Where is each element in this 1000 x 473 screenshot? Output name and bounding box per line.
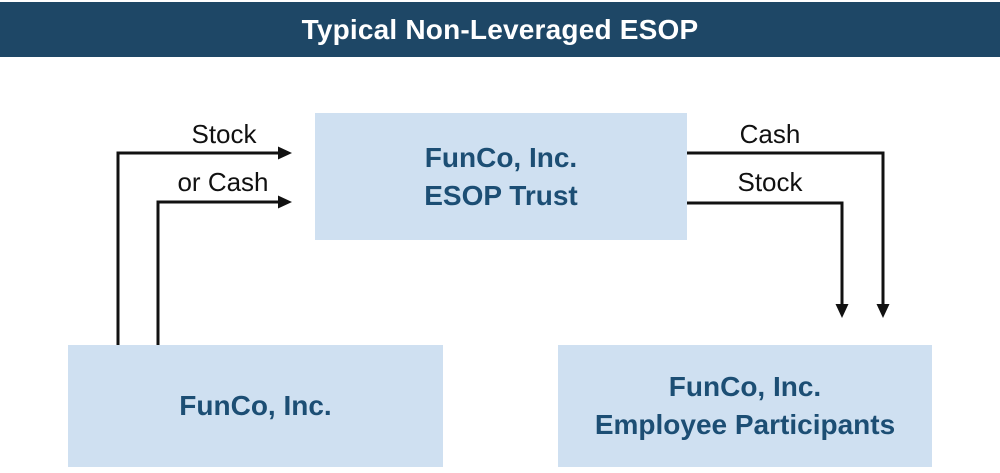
esop-trust-box-line2: ESOP Trust [424, 179, 578, 211]
arrowhead-cash-trust-to-participants [876, 304, 890, 318]
arrow-label-stock-out: Stock [737, 167, 803, 197]
arrow-label-or-cash-in: or Cash [177, 167, 269, 197]
company-box: FunCo, Inc. [68, 345, 443, 467]
arrowhead-cash-company-to-trust [278, 195, 292, 209]
arrow-cash-company-to-trust [156, 200, 279, 345]
employee-participants-box-line1: FunCo, Inc. [668, 371, 822, 402]
esop-trust-box-line1: FunCo, Inc. [424, 141, 578, 173]
arrowhead-stock-company-to-trust [278, 146, 292, 160]
arrowhead-stock-trust-to-participants [835, 304, 849, 318]
arrow-label-cash-out: Cash [739, 119, 801, 149]
arrow-stock-trust-to-participants [687, 201, 844, 305]
diagram-title-bar: Typical Non-Leveraged ESOP [0, 2, 1000, 57]
arrow-label-stock-in: Stock [191, 119, 257, 149]
employee-participants-box: FunCo, Inc. Employee Participants [558, 345, 932, 467]
employee-participants-box-line2: Employee Participants [594, 409, 896, 440]
diagram-title: Typical Non-Leveraged ESOP [301, 13, 699, 45]
esop-trust-box: FunCo, Inc. ESOP Trust [315, 113, 687, 240]
company-box-line1: FunCo, Inc. [179, 390, 332, 421]
